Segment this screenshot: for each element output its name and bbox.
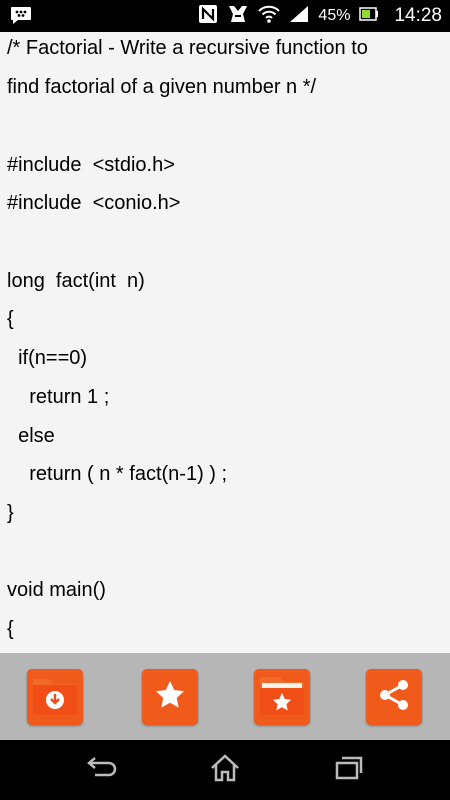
share-icon xyxy=(376,677,412,718)
bbm-icon xyxy=(10,5,32,30)
code-line: { xyxy=(7,308,14,330)
download-folder-button[interactable] xyxy=(27,669,83,725)
code-line: else xyxy=(7,425,55,447)
code-line: void main() xyxy=(7,579,106,601)
home-icon xyxy=(210,753,240,787)
favorite-button[interactable] xyxy=(142,669,198,725)
nfc-icon xyxy=(198,4,218,29)
code-line: return ( n * fact(n-1) ) ; xyxy=(7,463,228,485)
code-line: long fact(int n) xyxy=(7,270,145,292)
star-folder-icon xyxy=(254,667,310,728)
home-button[interactable] xyxy=(208,753,242,787)
glove-icon xyxy=(227,4,249,29)
battery-icon xyxy=(359,6,379,26)
code-line: return 1 ; xyxy=(7,386,110,408)
clock: 14:28 xyxy=(394,5,442,26)
back-button[interactable] xyxy=(84,754,118,786)
code-line: #include <stdio.h> xyxy=(7,154,175,176)
status-bar: 45% 14:28 xyxy=(0,0,450,32)
code-line: find factorial of a given number n */ xyxy=(7,76,317,98)
code-line: { xyxy=(7,618,14,640)
share-button[interactable] xyxy=(366,669,422,725)
favorites-folder-button[interactable] xyxy=(254,669,310,725)
code-view: /* Factorial - Write a recursive functio… xyxy=(0,32,450,653)
navigation-bar xyxy=(0,740,450,800)
code-line: #include <conio.h> xyxy=(7,192,181,214)
download-folder-icon xyxy=(27,667,83,728)
wifi-icon xyxy=(258,5,281,28)
star-icon xyxy=(154,679,186,716)
code-line: /* Factorial - Write a recursive functio… xyxy=(7,37,368,59)
signal-icon xyxy=(289,5,309,28)
recent-apps-icon xyxy=(334,755,364,786)
recent-apps-button[interactable] xyxy=(332,754,366,786)
code-line: } xyxy=(7,502,14,524)
battery-percent: 45% xyxy=(318,7,351,24)
back-icon xyxy=(85,756,117,784)
code-line: if(n==0) xyxy=(7,347,88,369)
action-bar xyxy=(0,653,450,740)
